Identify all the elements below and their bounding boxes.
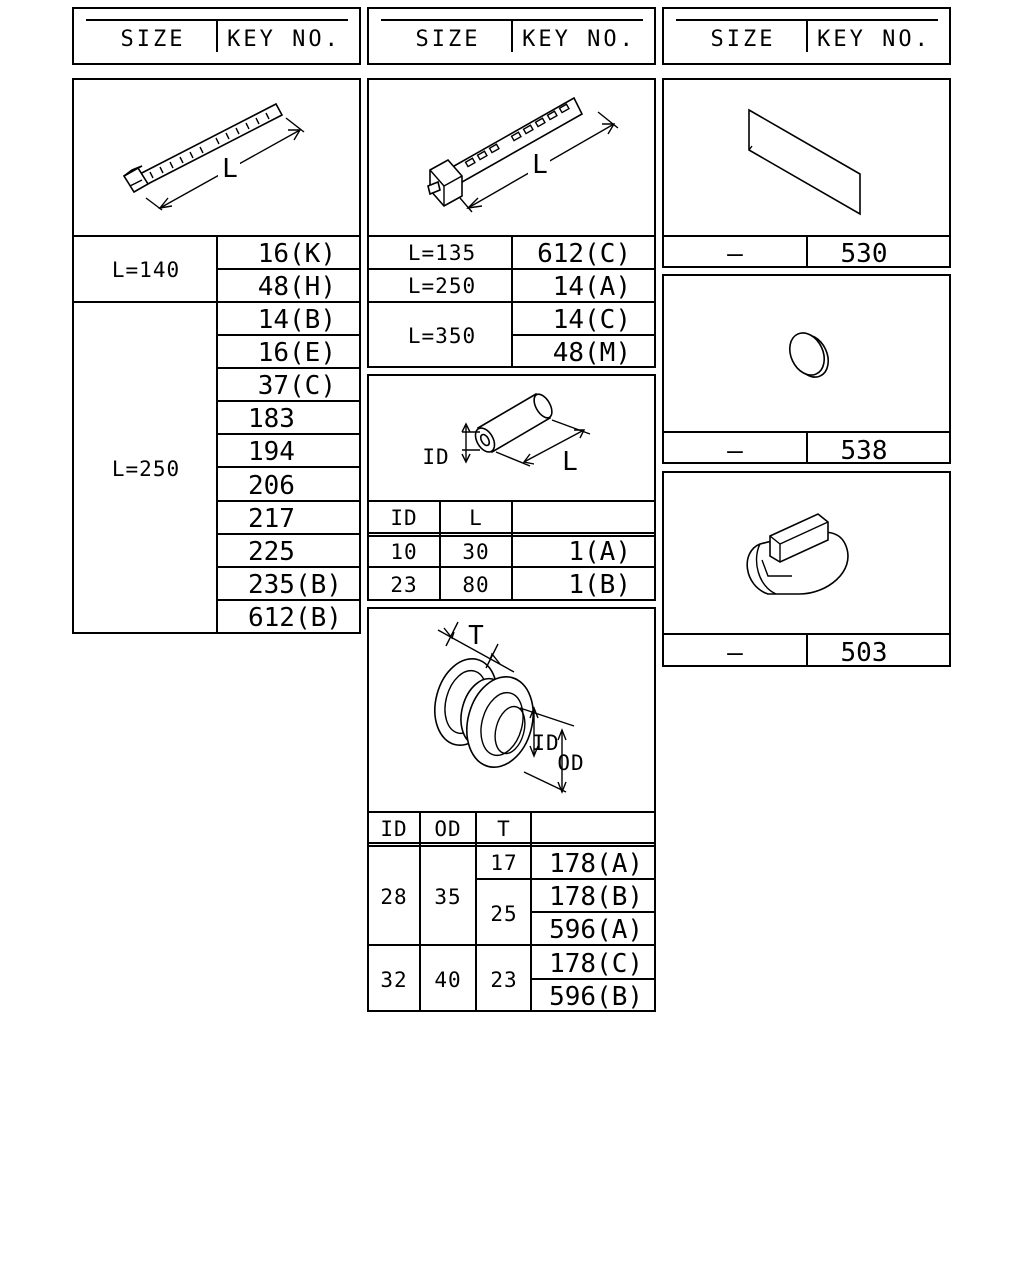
cable-tie-2-panel: L L=135 612(C) L=250 14(A) L=350 14(C) 4…	[367, 78, 656, 368]
clip-key: 503	[841, 638, 888, 668]
cable-tie-large-icon: L	[427, 96, 619, 213]
header-col-2: SIZE KEY NO.	[367, 7, 656, 65]
cable-tie-1-size: L=250	[112, 457, 180, 481]
cable-tie-2-key: 48(M)	[553, 338, 631, 368]
cable-tie-1-key: 37(C)	[258, 371, 336, 401]
cable-tie-1-panel: L L=140 16(K) 48(H) L=250 14(B) 16(E) 37…	[72, 78, 361, 634]
cable-tie-1-key: 225	[248, 537, 295, 567]
grommet-od: 35	[434, 885, 461, 909]
header-size-label: SIZE	[711, 27, 776, 52]
cable-tie-1-key: 235(B)	[248, 570, 342, 600]
tube-icon: L ID	[422, 392, 591, 477]
header-key-label: KEY NO.	[227, 27, 341, 52]
grommet-id: 32	[380, 968, 407, 992]
header-col-3: SIZE KEY NO.	[662, 7, 951, 65]
tube-col-l: L	[469, 506, 483, 530]
cable-tie-1-size: L=140	[112, 258, 180, 282]
cable-tie-2-key: 612(C)	[537, 239, 631, 269]
disc-key: 538	[841, 436, 888, 466]
grommet-key: 178(B)	[549, 882, 643, 912]
header-key-label: KEY NO.	[522, 27, 636, 52]
clip-size: —	[727, 638, 743, 668]
clip-panel: — 503	[662, 471, 951, 668]
cable-tie-2-key: 14(A)	[553, 272, 631, 302]
tube-row-l: 30	[462, 540, 489, 564]
cable-tie-icon: L	[122, 102, 305, 211]
header-size-label: SIZE	[121, 27, 186, 52]
disc-size: —	[727, 436, 743, 466]
tube-l-label: L	[562, 447, 578, 477]
tape-size: —	[727, 239, 743, 269]
grommet-icon: T ID OD	[434, 621, 584, 794]
clip-icon	[746, 513, 849, 595]
grommet-id-label: ID	[532, 731, 559, 755]
grommet-col-t: T	[497, 817, 511, 841]
grommet-panel: T ID OD ID OD T 28 35 17 178(A) 25 178(B…	[367, 607, 656, 1012]
grommet-id: 28	[380, 885, 407, 909]
tape-key: 530	[841, 239, 888, 269]
grommet-t: 25	[490, 902, 517, 926]
disc-panel: — 538	[662, 274, 951, 466]
grommet-key: 596(B)	[549, 982, 643, 1012]
tape-icon	[748, 108, 861, 216]
tube-row-id: 23	[390, 573, 417, 597]
cable-tie-1-key: 194	[248, 437, 295, 467]
cable-tie-1-key: 48(H)	[258, 272, 336, 302]
grommet-od: 40	[434, 968, 461, 992]
cable-tie-1-key: 14(B)	[258, 305, 336, 335]
grommet-t: 17	[490, 851, 517, 875]
tube-row-l: 80	[462, 573, 489, 597]
cable-tie-2-size: L=250	[408, 274, 476, 298]
tube-id-label: ID	[422, 445, 449, 469]
grommet-key: 178(C)	[549, 949, 643, 979]
cable-tie-1-key: 612(B)	[248, 603, 342, 633]
cable-tie-2-key: 14(C)	[553, 305, 631, 335]
grommet-col-od: OD	[434, 817, 461, 841]
cable-tie-1-key: 206	[248, 471, 295, 501]
cable-tie-2-size: L=350	[408, 324, 476, 348]
grommet-od-label: OD	[557, 751, 584, 775]
cable-tie-1-l-label: L	[222, 154, 238, 184]
tape-panel: — 530	[662, 78, 951, 269]
cable-tie-2-size: L=135	[408, 241, 476, 265]
grommet-t-label: T	[468, 621, 484, 651]
cable-tie-1-key: 16(E)	[258, 338, 336, 368]
tube-col-id: ID	[390, 506, 417, 530]
header-col-1: SIZE KEY NO.	[72, 7, 361, 65]
tube-panel: L ID ID L 10 30 1(A) 23 80 1(B)	[367, 374, 656, 601]
grommet-col-id: ID	[380, 817, 407, 841]
grommet-key: 596(A)	[549, 915, 643, 945]
cable-tie-1-key: 183	[248, 404, 295, 434]
tube-row-id: 10	[390, 540, 417, 564]
disc-icon	[788, 332, 830, 378]
tube-row-key: 1(B)	[568, 570, 631, 600]
header-key-label: KEY NO.	[817, 27, 931, 52]
grommet-key: 178(A)	[549, 849, 643, 879]
header-size-label: SIZE	[416, 27, 481, 52]
cable-tie-1-key: 16(K)	[258, 239, 336, 269]
grommet-t: 23	[490, 968, 517, 992]
cable-tie-1-key: 217	[248, 504, 295, 534]
cable-tie-2-l-label: L	[532, 150, 548, 180]
tube-row-key: 1(A)	[568, 537, 631, 567]
